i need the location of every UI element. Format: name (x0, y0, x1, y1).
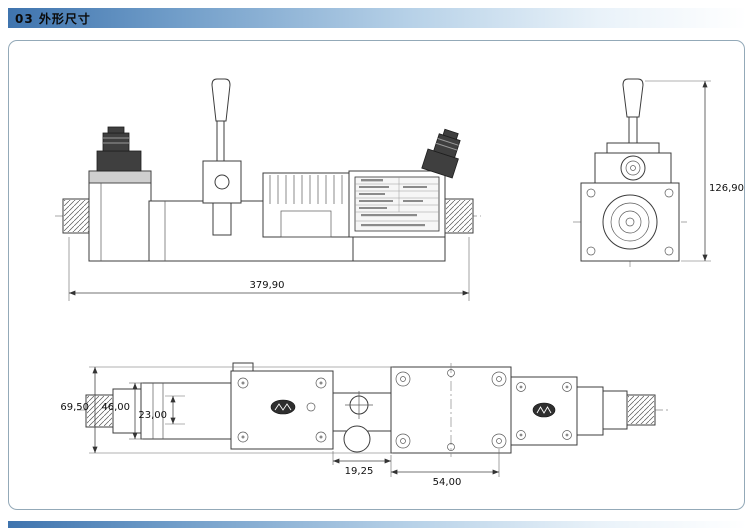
dim-text-plan-port-offset: 19,25 (345, 466, 374, 477)
dim-side-overall-height: 126,90 (645, 80, 744, 262)
brand-logo (270, 399, 296, 415)
right-valve-plate (510, 376, 578, 446)
nameplate-block (348, 170, 446, 238)
upper-housing (594, 152, 672, 184)
cable-connector (96, 150, 142, 172)
dim-text-plan-body-height: 46,00 (101, 402, 130, 413)
corner-screw (586, 188, 596, 198)
dim-plan-body-height: 46,00 (101, 382, 143, 440)
finned-block (262, 172, 350, 238)
dim-plan-port-height: 23,00 (138, 395, 185, 425)
left-threaded-fitting (62, 198, 92, 234)
corner-screw (586, 246, 596, 256)
dim-plan-port-spacing: 54,00 (391, 449, 500, 488)
dim-text-plan-port-spacing: 54,00 (433, 477, 462, 488)
lever-pivot-housing (202, 160, 242, 204)
side-view: 126,90 (573, 78, 744, 269)
cable-gland (102, 132, 130, 152)
nameplate (354, 176, 440, 232)
left-solenoid-body (140, 382, 232, 440)
right-threaded-fitting (626, 394, 656, 426)
lever-knob (622, 78, 644, 118)
section-header-bar: 03 外形尺寸 (8, 8, 747, 28)
valve-end-face (580, 182, 680, 262)
right-block (576, 386, 604, 436)
lever-rod (628, 116, 638, 144)
next-section-bar (8, 521, 747, 528)
hand-lever (622, 78, 644, 144)
lever-knob (211, 78, 231, 122)
left-threaded-fitting (85, 394, 114, 428)
right-cable-connector (421, 128, 461, 179)
main-valve-plate (390, 363, 512, 457)
corner-screw (664, 188, 674, 198)
pivot-pin (214, 174, 230, 190)
dim-plan-overall-height: 69,50 (60, 366, 393, 454)
corner-screw (664, 246, 674, 256)
right-threaded-fitting (444, 198, 474, 234)
port-circle (345, 391, 373, 419)
drawing-panel: 379,90 (8, 40, 745, 510)
dim-text-front-overall-width: 379,90 (250, 280, 285, 291)
dim-text-plan-port-height: 23,00 (138, 410, 167, 421)
dim-text-plan-overall-height: 69,50 (60, 402, 89, 413)
dim-text-side-overall-height: 126,90 (709, 183, 744, 194)
dim-plan-port-offset: 19,25 (332, 451, 392, 477)
front-view: 379,90 (55, 78, 481, 301)
right-coupling (602, 390, 628, 430)
lower-port-circle (343, 425, 371, 453)
mid-connector-block (332, 392, 392, 432)
plan-view: 69,50 46,00 23,00 19,25 (60, 362, 669, 488)
section-title: 03 外形尺寸 (15, 11, 91, 26)
dim-front-overall-width: 379,90 (68, 237, 470, 301)
left-valve-plate (230, 362, 334, 450)
brand-logo (532, 402, 556, 418)
lever-rod (216, 120, 225, 162)
hand-lever (202, 78, 242, 236)
outline-dimensions-drawing: 379,90 (55, 78, 744, 488)
left-solenoid (88, 126, 152, 262)
